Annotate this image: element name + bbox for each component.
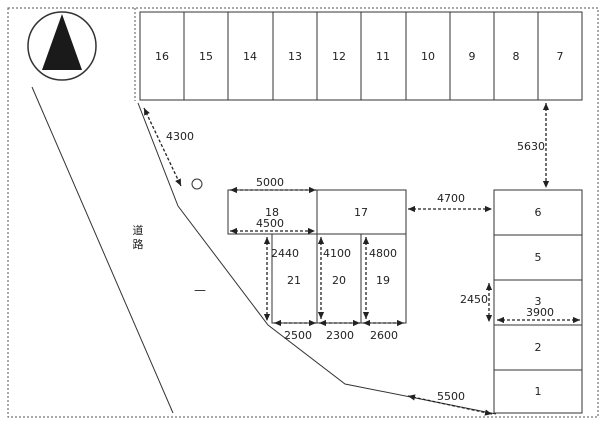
- dim-label-3900: 3900: [526, 306, 554, 319]
- space-20: [316, 233, 362, 324]
- dim-line-4300: [143, 107, 182, 187]
- space-17-label: 17: [354, 206, 368, 219]
- top-row-spaces: 16 15 14 13 12 11 10 9 8 7: [139, 11, 583, 101]
- dim-line-5500: [407, 394, 493, 416]
- space-7: [537, 11, 583, 101]
- dim-label-5630: 5630: [517, 140, 545, 153]
- dim-label-2500: 2500: [284, 329, 312, 342]
- dim-label-2440: 2440: [271, 247, 299, 260]
- space-6-label: 6: [535, 206, 542, 219]
- dimension-lines: [143, 103, 580, 416]
- space-19-label: 19: [376, 274, 390, 287]
- space-10-label: 10: [421, 50, 435, 63]
- space-8: [493, 11, 539, 101]
- space-3-label: 3: [535, 295, 542, 308]
- dim-label-2300: 2300: [326, 329, 354, 342]
- right-column-spaces: 6 5 3 2 1: [493, 189, 583, 414]
- marker-circle: [191, 178, 203, 190]
- space-17: [316, 189, 407, 235]
- space-12: [316, 11, 362, 101]
- space-18-label: 18: [265, 206, 279, 219]
- dim-label-2450: 2450: [460, 293, 488, 306]
- space-9: [449, 11, 495, 101]
- space-11-label: 11: [376, 50, 390, 63]
- space-15-label: 15: [199, 50, 213, 63]
- site-boundary: [7, 7, 599, 418]
- dim-label-2600: 2600: [370, 329, 398, 342]
- space-2-label: 2: [535, 341, 542, 354]
- space-14-label: 14: [243, 50, 257, 63]
- road-mark: —: [194, 283, 206, 297]
- dim-label-4700: 4700: [437, 192, 465, 205]
- dimension-labels: 4300 5630 5000 4700 4500 2440 4100 4800 …: [166, 130, 554, 403]
- dim-label-4100: 4100: [323, 247, 351, 260]
- road-left-edge: [31, 86, 174, 414]
- dim-label-4500: 4500: [256, 217, 284, 230]
- space-7-label: 7: [557, 50, 564, 63]
- north-arrow-icon: [27, 11, 97, 81]
- space-21-label: 21: [287, 274, 301, 287]
- space-20-label: 20: [332, 274, 346, 287]
- space-13: [272, 11, 318, 101]
- space-9-label: 9: [469, 50, 476, 63]
- space-11: [360, 11, 407, 101]
- space-10: [405, 11, 451, 101]
- space-16-label: 16: [155, 50, 169, 63]
- space-5: [493, 234, 583, 281]
- dim-label-5000: 5000: [256, 176, 284, 189]
- dim-label-4800: 4800: [369, 247, 397, 260]
- dim-label-4300: 4300: [166, 130, 194, 143]
- space-6: [493, 189, 583, 236]
- space-2: [493, 324, 583, 371]
- space-1-label: 1: [535, 385, 542, 398]
- space-18: [227, 189, 318, 235]
- space-5-label: 5: [535, 251, 542, 264]
- space-16: [139, 11, 185, 101]
- space-12-label: 12: [332, 50, 346, 63]
- road-label-char-1: 道: [133, 223, 144, 237]
- space-8-label: 8: [513, 50, 520, 63]
- dim-label-5500: 5500: [437, 390, 465, 403]
- road-label-char-2: 路: [133, 238, 144, 251]
- space-1: [493, 369, 583, 414]
- space-13-label: 13: [288, 50, 302, 63]
